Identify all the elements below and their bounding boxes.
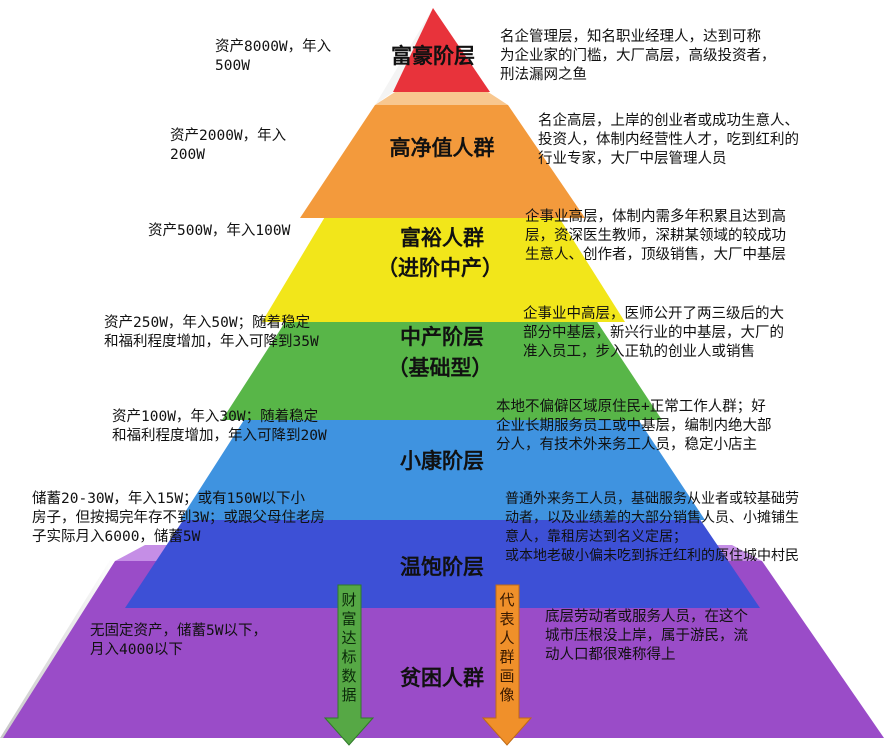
left-arrow-label: 财富达标数据 — [340, 592, 358, 706]
pyramid-shading — [375, 8, 433, 105]
vertical-char: 标 — [341, 648, 357, 666]
tier-5-assets: 资产100W，年入30W；随着稳定 和福利程度增加，年入可降到20W — [112, 409, 327, 444]
tier-2-profile: 名企高层，上岸的创业者或成功生意人、 投资人，体制内经营性人才，吃到红利的 行业… — [538, 113, 799, 167]
tier-1-title: 富豪阶层 — [391, 44, 475, 68]
vertical-char: 财 — [341, 591, 357, 609]
tier-5-profile: 本地不偏僻区域原住民+正常工作人群；好 企业长期服务员工或中基层，编制内绝大部 … — [496, 399, 772, 453]
vertical-char: 数 — [341, 667, 357, 685]
right-arrow-label: 代表人群画像 — [498, 592, 516, 706]
tier-2-assets: 资产2000W，年入 200W — [170, 128, 287, 163]
tier-7-assets: 无固定资产，储蓄5W以下， 月入4000以下 — [90, 623, 267, 658]
vertical-char: 表 — [499, 610, 515, 628]
tier-2-block — [300, 90, 585, 218]
vertical-char: 人 — [499, 629, 515, 647]
tier-6-profile: 普通外来务工人员，基础服务从业者或较基础劳 动者，以及业绩差的大部分销售人员、小… — [505, 491, 799, 564]
tier-6-assets: 储蓄20-30W，年入15W；或有150W以下小 房子，但按揭完年存不到3W；或… — [32, 491, 325, 545]
right-arrow — [481, 584, 533, 746]
left-arrow — [323, 584, 375, 746]
tier-6-title: 温饱阶层 — [400, 555, 484, 579]
tier-7-profile: 底层劳动者或服务人员，在这个 城市压根没上岸，属于游民，流 动人口都很难称得上 — [545, 609, 748, 663]
vertical-char: 富 — [341, 610, 357, 628]
tier-1-block — [393, 8, 490, 92]
tier-4-subtitle: （基础型） — [387, 356, 493, 380]
tier-1-profile: 名企管理层，知名职业经理人，达到可称 为企业家的门槛，大厂高层，高级投资者， 刑… — [500, 29, 776, 83]
tier-4-profile: 企事业中高层，医师公开了两三级后的大 部分中基层，新兴行业的中基层，大厂的 准入… — [523, 306, 784, 360]
vertical-char: 群 — [499, 648, 515, 666]
tier-4-title: 中产阶层 — [400, 325, 484, 349]
tier-3-assets: 资产500W，年入100W — [148, 223, 291, 239]
tier-7-title: 贫困人群 — [400, 666, 484, 690]
tier-4-assets: 资产250W，年入50W；随着稳定 和福利程度增加，年入可降到35W — [104, 315, 319, 350]
tier-2-title: 高净值人群 — [389, 136, 495, 160]
vertical-char: 画 — [499, 667, 515, 685]
vertical-char: 达 — [341, 629, 357, 647]
tier-3-subtitle: （进阶中产） — [377, 256, 503, 280]
vertical-char: 据 — [341, 686, 357, 704]
vertical-char: 代 — [499, 591, 515, 609]
tier-5-title: 小康阶层 — [400, 449, 484, 473]
tier-3-profile: 企事业高层，体制内需多年积累且达到高 层，资深医生教师，深耕某领域的较成功 生意… — [525, 209, 786, 263]
tier-1-assets: 资产8000W，年入 500W — [215, 39, 332, 74]
vertical-char: 像 — [499, 686, 515, 704]
tier-3-title: 富裕人群 — [400, 226, 484, 250]
